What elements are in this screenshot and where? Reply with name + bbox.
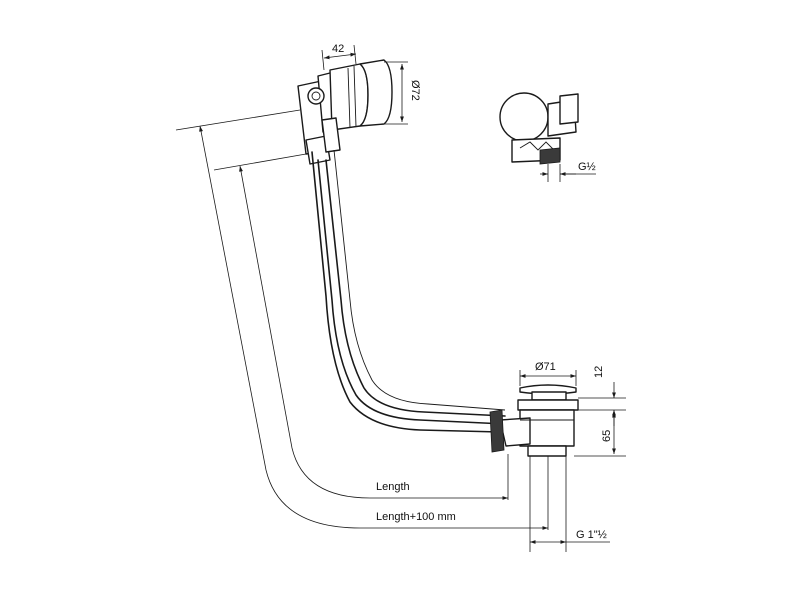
side-detail — [499, 92, 579, 165]
label-length: Length — [376, 481, 410, 493]
label-height-65: 65 — [601, 430, 613, 442]
label-diameter-71: Ø71 — [535, 361, 556, 373]
label-width-42: 42 — [332, 43, 344, 55]
label-thread-g-1-half: G 1"½ — [576, 529, 607, 541]
label-height-12: 12 — [593, 366, 605, 378]
pipe-run — [311, 149, 506, 433]
label-thread-g-half: G½ — [578, 161, 596, 173]
dimensions — [175, 44, 626, 552]
overflow-head — [297, 59, 393, 165]
drain-assembly — [489, 384, 579, 457]
label-length-plus-100: Length+100 mm — [376, 511, 456, 523]
label-diameter-72: Ø72 — [409, 80, 421, 101]
